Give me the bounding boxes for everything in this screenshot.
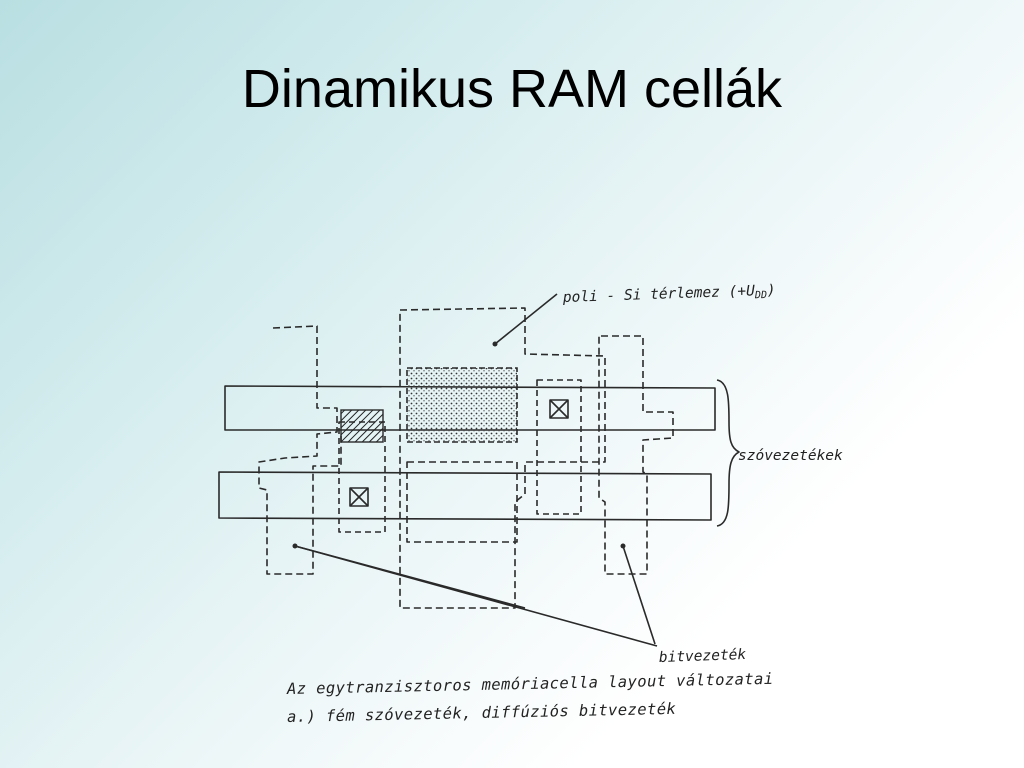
gate-hatched-area (340, 409, 384, 443)
plate-inner-region (406, 461, 518, 543)
slide-title: Dinamikus RAM cellák (241, 59, 783, 119)
bit-line-left (258, 325, 342, 575)
word-line-bottom (218, 471, 712, 521)
contact-left-cross (349, 487, 369, 507)
bit-line-right (598, 335, 674, 575)
label-poly-si-plate: poli - Si térlemez (+UDD) (562, 283, 776, 308)
contact-right-cross (549, 399, 569, 419)
layout-drawing: poli - Si térlemez (+UDD) szóvezetékek b… (218, 283, 843, 666)
contact-right (549, 399, 569, 419)
poly-si-plate (399, 307, 606, 609)
leader-plate-bottom (294, 545, 526, 609)
leader-bitline-right (622, 545, 656, 645)
word-line-top (224, 385, 716, 431)
contact-left (349, 487, 369, 507)
leader-dot-plate (492, 341, 498, 347)
leader-poly-plate (494, 293, 558, 345)
word-lines-brace (716, 379, 740, 527)
leader-dot-bitline-right (620, 543, 626, 549)
label-word-lines: szóvezetékek (738, 448, 843, 464)
label-bit-lines: bitvezeték (659, 647, 747, 666)
storage-capacitor-area (406, 367, 518, 443)
dram-cell-layout-diagram: poli - Si térlemez (+UDD) szóvezetékek b… (195, 262, 860, 742)
leader-dot-bitline-left (292, 543, 298, 549)
